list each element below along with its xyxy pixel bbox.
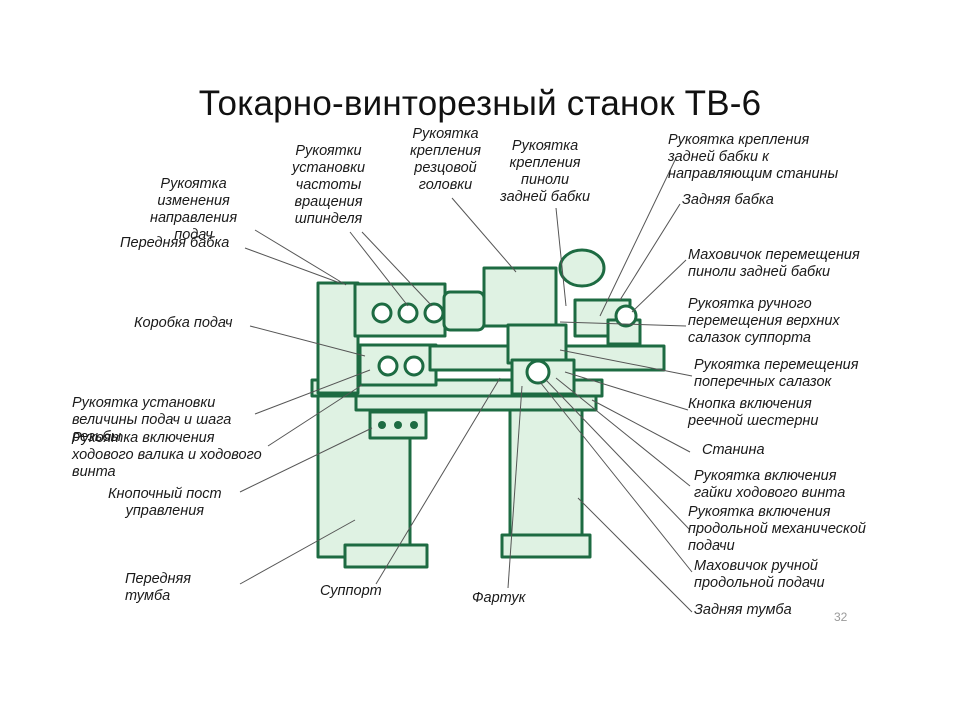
leader-line — [559, 321, 687, 327]
leader-line — [599, 157, 677, 317]
leader-line — [545, 379, 691, 531]
bed-front-rail — [354, 394, 598, 412]
speed-dial-1 — [371, 302, 393, 324]
label-rear-pedestal: Задняя тумба — [694, 602, 792, 618]
tool-post — [482, 266, 558, 328]
label-support: Суппорт — [320, 583, 382, 599]
handwheel — [525, 359, 551, 385]
leader-line — [555, 207, 567, 307]
leader-line — [555, 377, 691, 487]
feed-dial-1 — [377, 355, 399, 377]
leader-line — [244, 247, 341, 284]
headstock-side — [316, 281, 360, 395]
label-rack-gear-button: Кнопка включения реечной шестерни — [688, 396, 819, 429]
label-longitudinal-feed-handle: Рукоятка включения продольной механическ… — [688, 504, 867, 554]
lamp — [558, 248, 606, 288]
leader-line — [249, 325, 366, 357]
leader-line — [619, 203, 681, 301]
speed-dial-3 — [423, 302, 445, 324]
lathe-dials — [371, 302, 638, 385]
leader-line — [254, 229, 347, 286]
label-feed-size-handle: Рукоятка установки величины подач и шага… — [72, 395, 232, 445]
label-tool-head-clamp: Рукоятка крепления резцовой головки — [410, 126, 481, 193]
leader-line — [267, 384, 363, 447]
slide-title: Токарно-винторезный станок ТВ-6 — [198, 84, 762, 123]
leader-line — [507, 385, 523, 589]
label-top-slide-handle: Рукоятка ручного перемещения верхних сал… — [688, 296, 840, 346]
front-pedestal-foot — [343, 543, 429, 569]
leader-line — [451, 197, 517, 273]
label-button-station: Кнопочный пост управления — [108, 486, 222, 519]
feed-dial-2 — [403, 355, 425, 377]
label-half-nut-handle: Рукоятка включения гайки ходового винта — [694, 468, 846, 501]
label-tailstock-clamp: Рукоятка крепления задней бабки к направ… — [668, 132, 839, 182]
label-spindle-speed-handles: Рукоятки установки частоты вращения шпин… — [292, 143, 366, 227]
label-cross-slide-handle: Рукоятка перемещения поперечных салазок — [694, 357, 859, 390]
label-quill-clamp: Рукоятка крепления пиноли задней бабки — [500, 138, 591, 205]
leader-line — [559, 349, 693, 377]
leader-line — [254, 369, 371, 415]
tailstock-wheel — [614, 304, 638, 328]
leader-line — [577, 497, 693, 613]
speed-dial-2 — [397, 302, 419, 324]
control-button-2 — [394, 421, 402, 429]
label-front-pedestal: Передняя тумба — [125, 571, 192, 604]
leader-lines — [239, 157, 693, 613]
label-apron: Фартук — [472, 590, 526, 606]
label-feed-gearbox: Коробка подач — [134, 315, 233, 331]
leader-line — [631, 259, 687, 313]
label-feed-direction-handle: Рукоятка изменения направления подач — [150, 176, 238, 243]
leader-line — [591, 399, 691, 453]
chuck — [442, 290, 486, 332]
label-quill-handwheel: Маховичок перемещения пиноли задней бабк… — [688, 247, 860, 280]
leader-line — [349, 231, 409, 307]
leader-line — [564, 371, 689, 411]
rear-pedestal — [508, 396, 584, 548]
leader-line — [375, 377, 501, 585]
leader-line — [239, 519, 356, 585]
label-bed: Станина — [702, 442, 765, 458]
label-manual-feed-handwheel: Маховичок ручной продольной подачи — [694, 558, 825, 591]
leader-line — [361, 231, 433, 307]
leader-line — [539, 381, 693, 573]
rear-pedestal-foot — [500, 533, 592, 559]
label-tailstock: Задняя бабка — [682, 192, 774, 208]
label-headstock: Передняя бабка — [120, 235, 230, 251]
label-lead-screw-handle: Рукоятка включения ходового валика и ход… — [72, 430, 262, 480]
control-button-1 — [378, 421, 386, 429]
control-button-3 — [410, 421, 418, 429]
page-number: 32 — [834, 610, 848, 624]
leader-line — [239, 427, 373, 493]
control-buttons — [378, 421, 418, 429]
lathe-machine — [310, 248, 666, 569]
carriage — [506, 323, 568, 365]
